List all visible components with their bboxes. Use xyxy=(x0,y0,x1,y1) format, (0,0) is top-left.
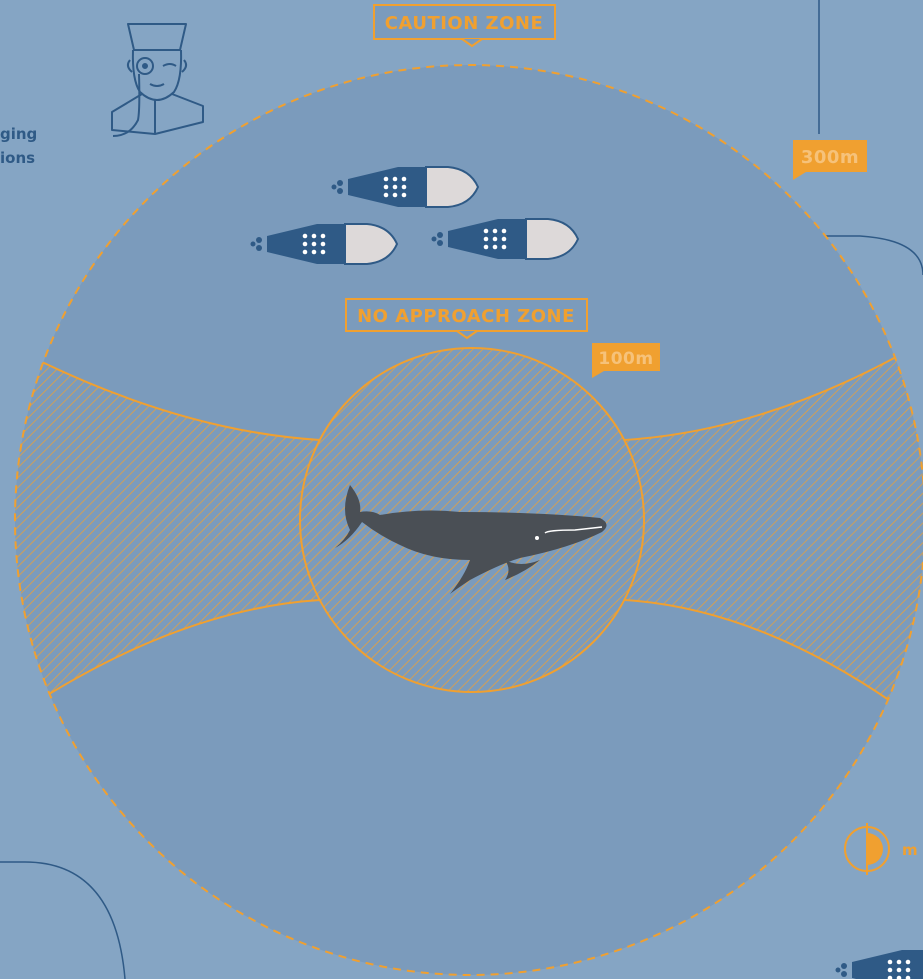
no-approach-zone-label: NO APPROACH ZONE xyxy=(345,298,588,340)
side-caption-line: ging xyxy=(0,125,38,143)
half-circle-icon xyxy=(844,823,890,875)
path-line xyxy=(0,861,126,979)
boat-icon xyxy=(834,949,923,979)
caution-zone-label: CAUTION ZONE xyxy=(373,4,556,48)
humpback-whale-icon xyxy=(335,485,607,594)
caution-zone-text: CAUTION ZONE xyxy=(385,13,544,34)
leader-line xyxy=(583,235,923,276)
side-caption: ging ions xyxy=(0,122,37,170)
inner-distance-tag: 100m xyxy=(592,343,660,378)
outer-distance-text: 300m xyxy=(801,147,859,168)
outer-distance-tag: 300m xyxy=(793,140,867,180)
captain-icon xyxy=(111,23,204,137)
legend-text-fragment: m xyxy=(902,841,918,859)
side-caption-line: ions xyxy=(0,149,36,167)
inner-distance-text: 100m xyxy=(598,349,653,369)
no-approach-zone-text: NO APPROACH ZONE xyxy=(357,306,575,327)
